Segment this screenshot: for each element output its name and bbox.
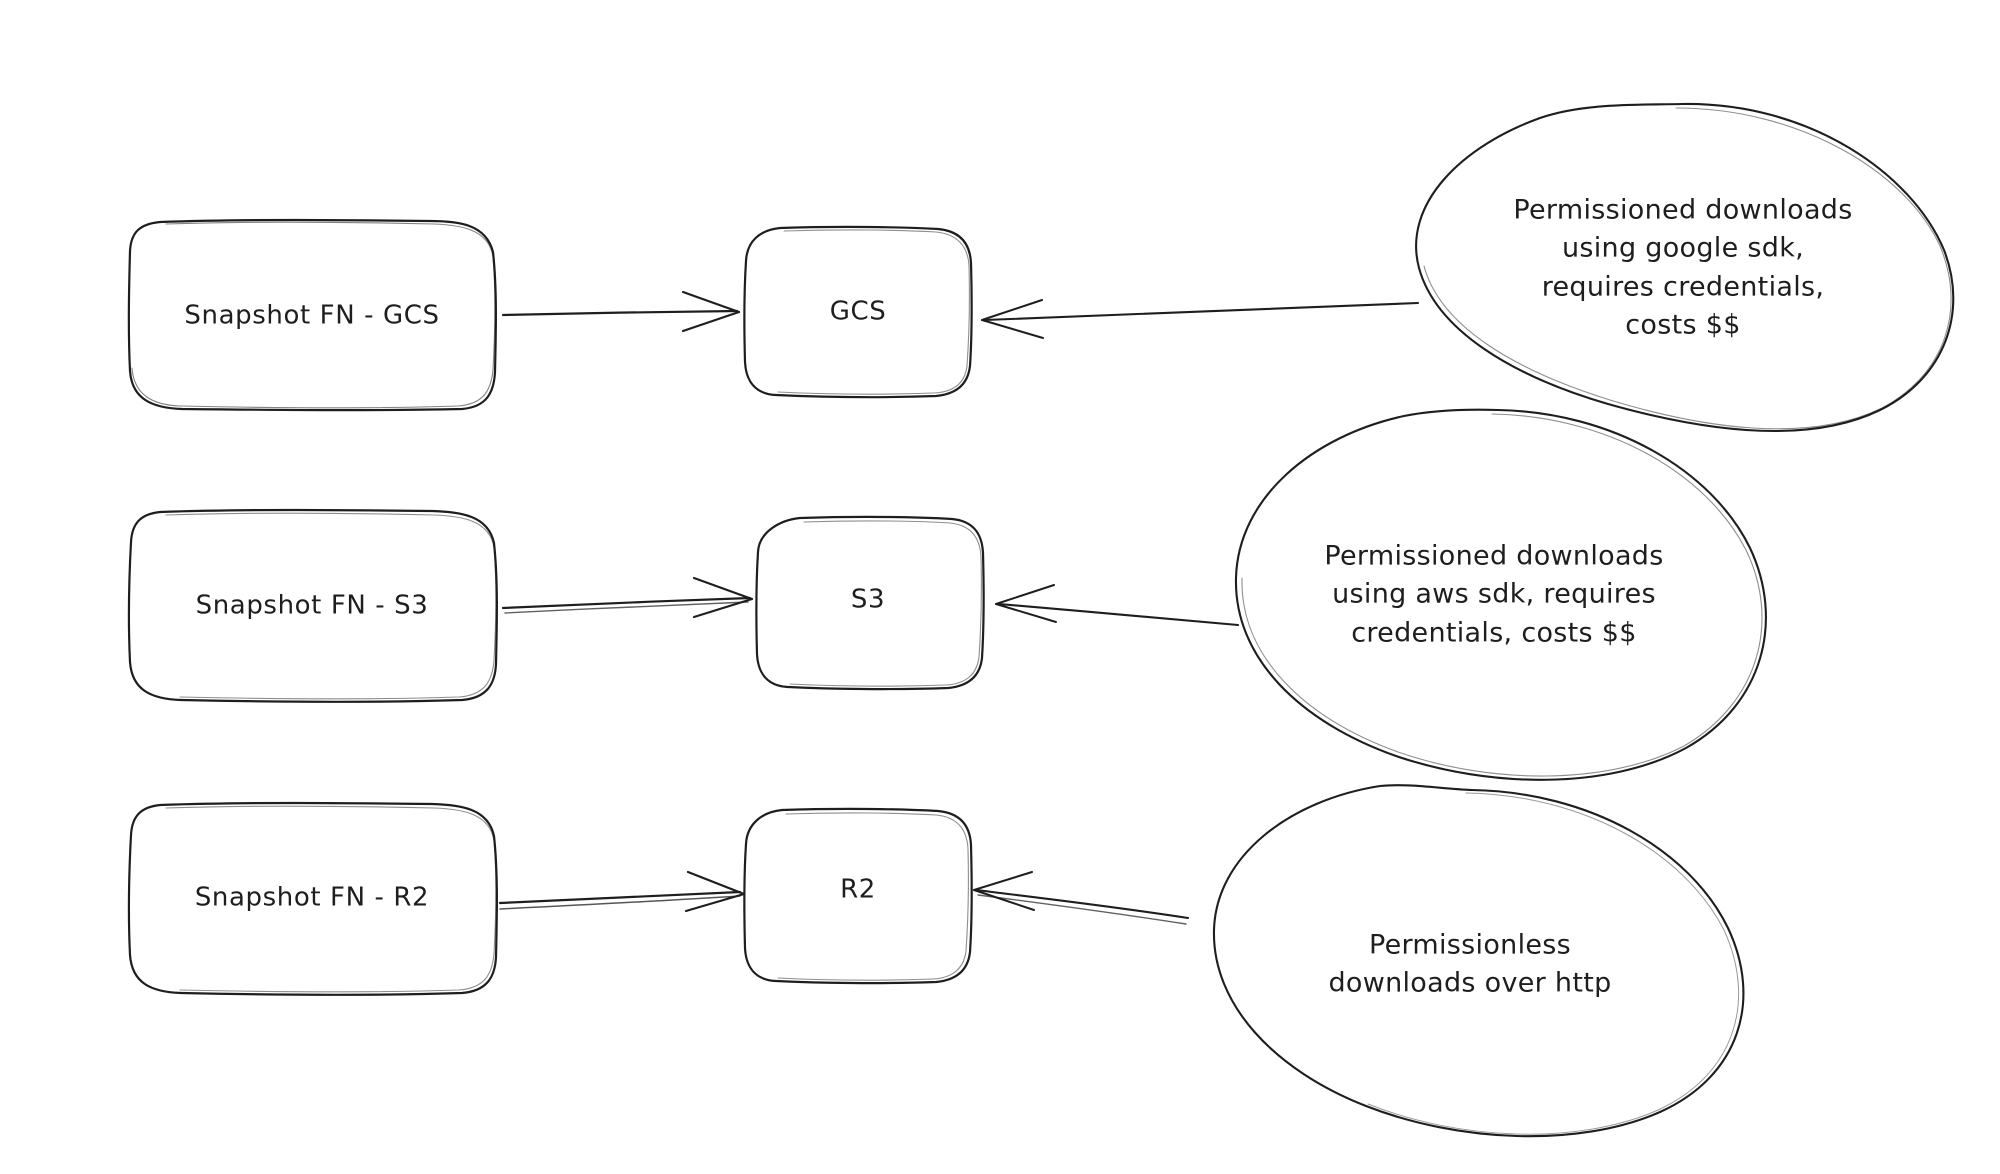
- note-gcs-shape[interactable]: [1415, 102, 1955, 433]
- edge-note-to-r2[interactable]: [973, 871, 1190, 925]
- edge-note-to-s3[interactable]: [995, 584, 1240, 627]
- node-s3-shape[interactable]: [755, 515, 985, 691]
- edge-snapshot-gcs-to-gcs[interactable]: [501, 290, 741, 333]
- edge-snapshot-r2-to-r2[interactable]: [498, 870, 746, 913]
- node-gcs-shape[interactable]: [743, 225, 973, 399]
- node-snapshot-fn-r2[interactable]: [128, 803, 496, 995]
- edge-snapshot-s3-to-s3[interactable]: [501, 576, 754, 619]
- node-s3[interactable]: [756, 516, 984, 689]
- node-snapshot-fn-s3[interactable]: [128, 510, 496, 702]
- node-snapshot-fn-s3-shape[interactable]: [127, 508, 498, 703]
- node-snapshot-fn-gcs[interactable]: [128, 220, 496, 410]
- node-r2-shape[interactable]: [743, 807, 973, 985]
- note-s3[interactable]: [1234, 408, 1786, 790]
- note-gcs[interactable]: [1418, 103, 1950, 447]
- node-snapshot-fn-gcs-shape[interactable]: [127, 218, 497, 412]
- edge-note-to-gcs[interactable]: [981, 299, 1420, 339]
- node-snapshot-fn-r2-shape[interactable]: [127, 801, 498, 996]
- node-gcs[interactable]: [744, 227, 972, 397]
- note-r2-shape[interactable]: [1212, 784, 1745, 1138]
- note-r2[interactable]: [1212, 784, 1730, 1150]
- node-r2[interactable]: [744, 808, 972, 984]
- note-s3-shape[interactable]: [1234, 408, 1767, 781]
